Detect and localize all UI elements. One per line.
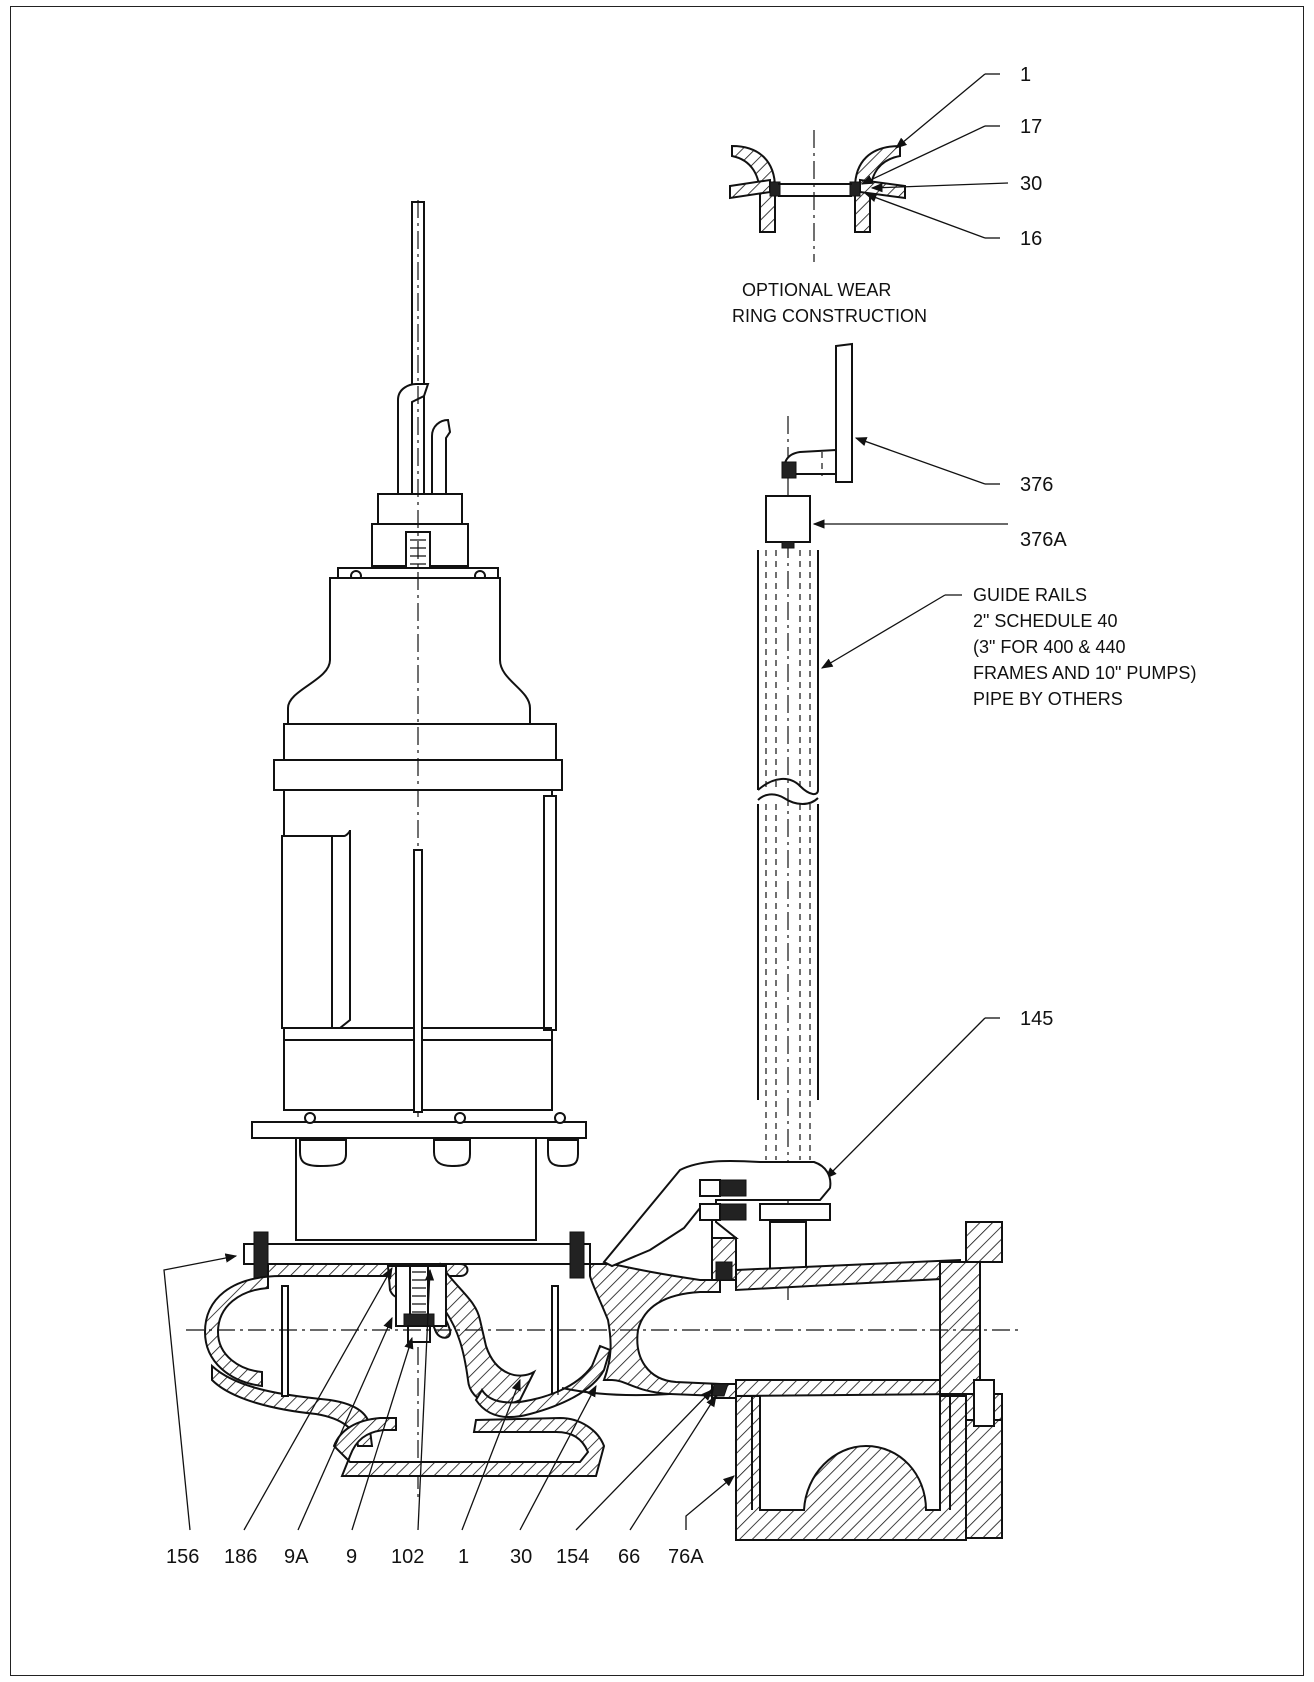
callout-inset-17: 17 bbox=[1020, 116, 1042, 138]
guide-rail-assembly bbox=[757, 342, 853, 1300]
callout-154: 154 bbox=[556, 1546, 589, 1568]
drawing-border bbox=[10, 6, 1304, 1676]
callout-102: 102 bbox=[391, 1546, 424, 1568]
callout-376a: 376A bbox=[1020, 529, 1067, 551]
rail-leaders bbox=[812, 437, 1008, 1179]
rail-note-line-2: 2" SCHEDULE 40 bbox=[973, 611, 1117, 631]
callout-inset-16: 16 bbox=[1020, 228, 1042, 250]
bottom-leaders bbox=[163, 1253, 735, 1531]
pump-volute-casing bbox=[186, 1159, 1018, 1541]
rail-note-line-5: PIPE BY OTHERS bbox=[973, 689, 1123, 709]
rail-note-line-4: FRAMES AND 10" PUMPS) bbox=[973, 663, 1196, 683]
callout-76a: 76A bbox=[668, 1546, 704, 1568]
callout-66: 66 bbox=[618, 1546, 640, 1568]
callout-inset-1: 1 bbox=[1020, 64, 1031, 86]
rail-note-line-1: GUIDE RAILS bbox=[973, 585, 1087, 605]
callout-1: 1 bbox=[458, 1546, 469, 1568]
callout-186: 186 bbox=[224, 1546, 257, 1568]
callout-9a: 9A bbox=[284, 1546, 309, 1568]
callout-30: 30 bbox=[510, 1546, 532, 1568]
callout-9: 9 bbox=[346, 1546, 357, 1568]
callout-145: 145 bbox=[1020, 1008, 1053, 1030]
callout-156: 156 bbox=[166, 1546, 199, 1568]
rail-note-line-3: (3" FOR 400 & 440 bbox=[973, 637, 1125, 657]
inset-leaders bbox=[860, 73, 1009, 239]
pump-motor bbox=[251, 200, 587, 1500]
wear-ring-inset bbox=[729, 130, 906, 262]
callout-inset-30: 30 bbox=[1020, 173, 1042, 195]
callout-376: 376 bbox=[1020, 474, 1053, 496]
inset-caption-line-1: OPTIONAL WEAR bbox=[742, 280, 891, 300]
inset-caption-line-2: RING CONSTRUCTION bbox=[732, 306, 927, 326]
